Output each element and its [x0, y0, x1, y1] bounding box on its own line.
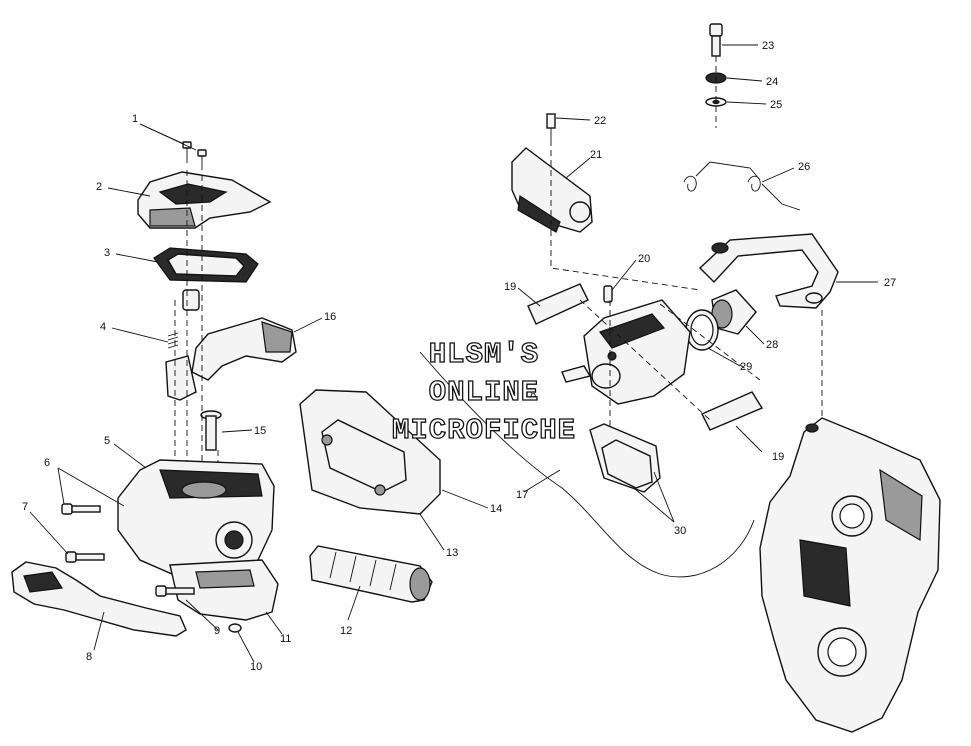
callout-2: 2 — [96, 181, 102, 193]
callout-11: 11 — [280, 633, 291, 645]
part-22-bleeder — [546, 113, 556, 140]
callout-9: 9 — [214, 625, 220, 637]
part-28-sleeve — [711, 289, 757, 335]
watermark: HLSM'S ONLINE MICROFICHE — [391, 337, 576, 447]
part-17-boundary — [419, 351, 755, 578]
callout-10: 10 — [250, 661, 262, 673]
part-5-housing — [117, 459, 275, 575]
callout-13: 13 — [446, 547, 458, 559]
callout-24: 24 — [766, 76, 778, 88]
part-10-clip — [228, 623, 242, 633]
callout-6: 6 — [44, 457, 50, 469]
part-19-pad-lower — [701, 391, 764, 431]
part-6-bolt — [61, 503, 101, 515]
callout-15: 15 — [254, 425, 266, 437]
part-29-o-ring — [685, 309, 719, 351]
callout-labels: 1 2 3 4 5 6 7 8 9 10 11 12 13 14 15 16 1… — [22, 40, 896, 673]
part-30-pads — [589, 423, 661, 493]
part-4-spring — [167, 332, 179, 349]
part-21-fitting — [511, 147, 593, 233]
part-20-plug — [603, 285, 613, 303]
part-3-gasket — [153, 247, 259, 283]
callout-12: 12 — [340, 625, 352, 637]
callout-21: 21 — [590, 149, 602, 161]
part-2-top-cover — [137, 171, 272, 229]
part-12-cylinder — [309, 545, 433, 603]
right-housing — [759, 417, 941, 733]
callout-16: 16 — [324, 311, 336, 323]
part-7-bolt — [65, 551, 105, 563]
callout-23: 23 — [762, 40, 774, 52]
callout-5: 5 — [104, 435, 110, 447]
right-alignment-lines — [550, 140, 823, 430]
callout-29: 29 — [740, 361, 752, 373]
part-19-pad-upper — [527, 283, 589, 325]
callout-25: 25 — [770, 99, 782, 111]
part-11-lower-clamp — [169, 559, 279, 621]
part-14-reservoir-cover — [299, 389, 441, 515]
callout-4: 4 — [100, 321, 106, 333]
callout-1: 1 — [132, 113, 138, 125]
callout-18: 18 — [524, 389, 536, 401]
part-16-throttle-lever — [165, 317, 297, 401]
callout-20: 20 — [638, 253, 650, 265]
callout-19-upper: 19 — [504, 281, 516, 293]
callout-19-lower: 19 — [772, 451, 784, 463]
callout-17: 17 — [516, 489, 528, 501]
part-23-bolt — [709, 23, 723, 57]
watermark-line-2: ONLINE — [429, 376, 539, 409]
callout-30: 30 — [674, 525, 686, 537]
part-3-plunger — [182, 289, 200, 311]
part-27-bracket — [698, 233, 839, 309]
callout-14: 14 — [490, 503, 502, 515]
callout-27: 27 — [884, 277, 896, 289]
part-9-bolt — [155, 585, 195, 597]
callout-22: 22 — [594, 115, 606, 127]
part-26-spring-clip — [683, 161, 801, 211]
callout-26: 26 — [798, 161, 810, 173]
part-8-brake-lever — [11, 561, 187, 637]
part-1-screws — [182, 141, 207, 170]
watermark-line-1: HLSM'S — [429, 338, 539, 371]
part-15-pin — [200, 410, 222, 451]
callout-28: 28 — [766, 339, 778, 351]
callout-8: 8 — [86, 651, 92, 663]
leader-lines — [29, 44, 878, 663]
part-18-caliper — [561, 299, 691, 405]
callout-7: 7 — [22, 501, 28, 513]
callout-3: 3 — [104, 247, 110, 259]
watermark-line-3: MICROFICHE — [392, 414, 576, 447]
